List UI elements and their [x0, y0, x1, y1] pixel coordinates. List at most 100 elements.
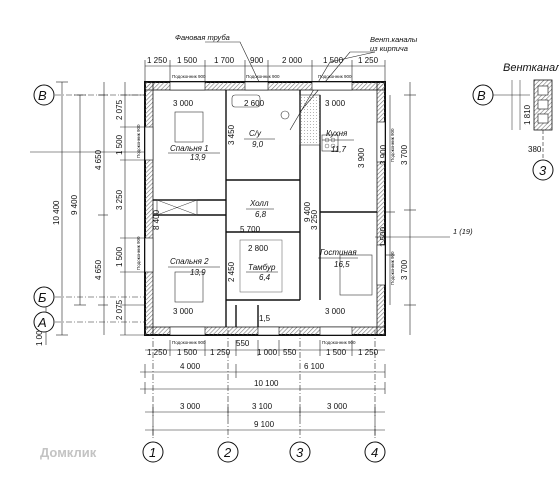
svg-text:3 450: 3 450	[227, 124, 236, 145]
svg-text:Подоконник 900: Подоконник 900	[246, 74, 280, 79]
note-fan-pipe: Фановая труба	[175, 33, 230, 42]
svg-text:В: В	[477, 88, 486, 103]
svg-text:3 000: 3 000	[173, 307, 194, 316]
svg-text:10 400: 10 400	[52, 200, 61, 225]
room-name: Гостиная	[320, 248, 357, 257]
svg-text:Подоконник 900: Подоконник 900	[322, 340, 356, 345]
svg-text:3 250: 3 250	[115, 189, 124, 210]
room-name: С/у	[249, 129, 262, 138]
sofa	[339, 254, 373, 296]
svg-text:1,5: 1,5	[259, 314, 271, 323]
room-area: 13,9	[190, 153, 206, 162]
svg-text:9 400: 9 400	[303, 201, 312, 222]
room-labels: Спальня 1 13,9 С/у 9,0 Кухня 11,7 Холл 6…	[168, 129, 358, 282]
svg-text:Б: Б	[38, 290, 47, 305]
dims-left: 2 075 1 500 3 250 1 500 2 075 4 650 4 65…	[35, 99, 161, 346]
svg-text:Подоконник 900: Подоконник 900	[172, 74, 206, 79]
bathtub	[231, 94, 261, 108]
svg-text:3 000: 3 000	[325, 307, 346, 316]
svg-text:3 700: 3 700	[400, 144, 409, 165]
room-area: 13,9	[190, 268, 206, 277]
svg-text:В: В	[38, 88, 47, 103]
svg-text:Подоконник 900: Подоконник 900	[390, 128, 395, 162]
svg-text:550: 550	[283, 348, 297, 357]
note-vent-channels: Вент.каналы	[370, 35, 418, 44]
svg-text:Подоконник 900: Подоконник 900	[136, 236, 141, 270]
svg-text:3 000: 3 000	[180, 402, 201, 411]
svg-text:6 100: 6 100	[304, 362, 325, 371]
svg-text:2 450: 2 450	[227, 261, 236, 282]
dims-bottom: 1 250 1 500 1 250 1 000 550 1 500 1 250 …	[147, 339, 379, 429]
bed-1	[174, 111, 204, 143]
svg-text:9 100: 9 100	[254, 420, 275, 429]
axis-marker-3	[289, 441, 311, 463]
svg-text:8 400: 8 400	[152, 209, 161, 230]
svg-text:1 250: 1 250	[147, 348, 168, 357]
svg-text:1 810: 1 810	[523, 104, 532, 125]
room-area: 16,5	[334, 260, 350, 269]
room-name: Кухня	[326, 129, 348, 138]
room-area: 6,8	[255, 210, 267, 219]
svg-text:Подоконник 900: Подоконник 900	[318, 74, 352, 79]
axis-marker-right-3	[532, 159, 554, 181]
axis-marker-v	[33, 84, 55, 106]
svg-text:3 250: 3 250	[310, 209, 319, 230]
room-area: 6,4	[259, 273, 271, 282]
svg-text:1 250: 1 250	[147, 56, 168, 65]
svg-text:2: 2	[223, 445, 232, 460]
svg-text:3: 3	[296, 445, 304, 460]
svg-text:2 000: 2 000	[282, 56, 303, 65]
dims-right: 3 700 3 900 1 500 3 700	[379, 144, 409, 280]
svg-text:5 700: 5 700	[240, 225, 261, 234]
svg-text:1 500: 1 500	[323, 56, 344, 65]
room-area: 9,0	[252, 140, 264, 149]
dims-top: 1 250 1 500 1 700 900 2 000 1 500 1 250	[147, 56, 379, 65]
room-name: Спальня 2	[170, 257, 209, 266]
svg-text:1 000: 1 000	[257, 348, 278, 357]
toilet	[280, 110, 290, 120]
svg-text:1 000: 1 000	[35, 325, 44, 346]
svg-text:1 700: 1 700	[214, 56, 235, 65]
svg-text:2 075: 2 075	[115, 299, 124, 320]
stove	[321, 134, 339, 152]
svg-text:1 500: 1 500	[115, 134, 124, 155]
svg-text:3 000: 3 000	[325, 99, 346, 108]
svg-text:2 600: 2 600	[244, 99, 265, 108]
dimension-lines	[30, 41, 450, 440]
svg-text:1 250: 1 250	[358, 348, 379, 357]
room-name: Тамбур	[248, 263, 276, 272]
svg-text:3 900: 3 900	[379, 144, 388, 165]
svg-text:2 075: 2 075	[115, 99, 124, 120]
stair-box	[239, 239, 283, 293]
axis-markers: 1 2 3 4 В Б А В 3	[33, 84, 554, 463]
svg-text:1 500: 1 500	[177, 348, 198, 357]
svg-text:550: 550	[236, 339, 250, 348]
svg-text:3 000: 3 000	[173, 99, 194, 108]
svg-text:1 500: 1 500	[379, 226, 388, 247]
dims-inner: 3 000 2 600 3 000 3 450 3 900 5 700 3 25…	[173, 99, 366, 323]
svg-text:4 000: 4 000	[180, 362, 201, 371]
svg-text:1 500: 1 500	[326, 348, 347, 357]
note-vent-channels-sub: из кирпича	[370, 44, 408, 53]
exterior-walls	[144, 81, 386, 336]
level-mark: 1 (19)	[453, 227, 473, 236]
svg-text:3 000: 3 000	[327, 402, 348, 411]
room-area: 11,7	[331, 145, 347, 154]
axis-marker-b	[33, 286, 55, 308]
svg-text:10 100: 10 100	[254, 379, 279, 388]
svg-text:1 500: 1 500	[115, 246, 124, 267]
room-name: Холл	[249, 199, 269, 208]
svg-text:2 800: 2 800	[248, 244, 269, 253]
svg-text:3 700: 3 700	[400, 259, 409, 280]
svg-text:9 400: 9 400	[70, 194, 79, 215]
svg-text:1 250: 1 250	[358, 56, 379, 65]
svg-text:3 100: 3 100	[252, 402, 273, 411]
axis-marker-2	[217, 441, 239, 463]
svg-text:4 650: 4 650	[94, 259, 103, 280]
vent-title: Вентканал	[503, 62, 559, 74]
svg-text:3 900: 3 900	[357, 147, 366, 168]
svg-text:3: 3	[539, 163, 547, 178]
svg-text:4: 4	[371, 445, 378, 460]
svg-text:1: 1	[149, 445, 156, 460]
